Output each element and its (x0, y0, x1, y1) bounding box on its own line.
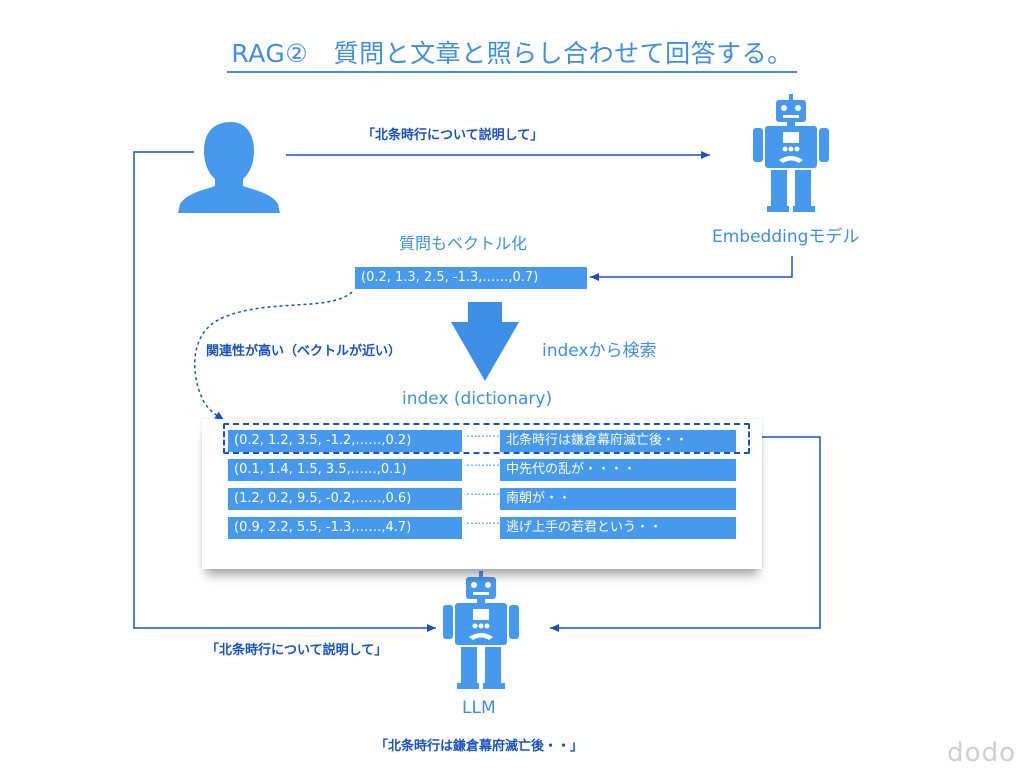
index-row-vector: (0.1, 1.4, 1.5, 3.5,……,0.1) (228, 459, 462, 481)
index-row-vector: (0.2, 1.2, 3.5, -1.2,……,0.2) (228, 430, 462, 452)
index-row-dots: ……… (466, 484, 500, 498)
llm-label: LLM (462, 698, 496, 718)
matched-row-highlight (223, 423, 750, 454)
user-icon (178, 122, 280, 213)
index-row-text: 北条時行は鎌倉幕府滅亡後・・ (500, 430, 736, 452)
watermark: dodo (947, 738, 1016, 768)
index-row-text: 南朝が・・ (500, 488, 736, 510)
relevance-label: 関連性が高い（ベクトルが近い） (206, 344, 402, 359)
query-vector-box: (0.2, 1.3, 2.5, -1.3,……,0.7) (355, 267, 587, 289)
vectorize-label: 質問もベクトル化 (399, 234, 528, 253)
arrow-user-to-llm (133, 151, 436, 632)
embedding-model-label: Embeddingモデル (712, 227, 860, 247)
index-row-vector: (0.9, 2.2, 5.5, -1.3,……,4.7) (228, 517, 462, 539)
arrow-index-to-llm (550, 436, 821, 632)
arrow-embedding-to-vector (590, 256, 793, 281)
index-row-dots: ……… (466, 455, 500, 469)
index-row: (0.1, 1.4, 1.5, 3.5,……,0.1) ……… 中先代の乱が・・… (228, 455, 736, 481)
search-down-arrow (451, 302, 519, 381)
query-text-bottom: 「北条時行について説明して」 (206, 643, 388, 658)
index-row: (1.2, 0.2, 9.5, -0.2,……,0.6) ……… 南朝が・・ (228, 484, 736, 510)
index-row-dots: ……… (466, 426, 500, 440)
index-row-text: 中先代の乱が・・・・ (500, 459, 736, 481)
index-row: (0.2, 1.2, 3.5, -1.2,……,0.2) ……… 北条時行は鎌倉… (228, 426, 736, 452)
index-card: (0.2, 1.2, 3.5, -1.2,……,0.2) ……… 北条時行は鎌倉… (202, 419, 762, 569)
relevance-dashed-arrow (193, 291, 353, 421)
llm-robot-icon (443, 571, 519, 689)
page-title: RAG② 質問と文章と照らし合わせて回答する。 (0, 34, 1024, 73)
query-text-top: 「北条時行について説明して」 (362, 128, 544, 143)
search-label: indexから検索 (542, 341, 657, 361)
index-row: (0.9, 2.2, 5.5, -1.3,……,4.7) ……… 逃げ上手の若君… (228, 513, 736, 539)
index-row-vector: (1.2, 0.2, 9.5, -0.2,……,0.6) (228, 488, 462, 510)
embedding-robot-icon (753, 94, 829, 212)
index-row-dots: ……… (466, 513, 500, 527)
index-row-text: 逃げ上手の若君という・・ (500, 517, 736, 539)
answer-text: 「北条時行は鎌倉幕府滅亡後・・」 (375, 739, 584, 754)
index-label: index (dictionary) (402, 389, 553, 409)
